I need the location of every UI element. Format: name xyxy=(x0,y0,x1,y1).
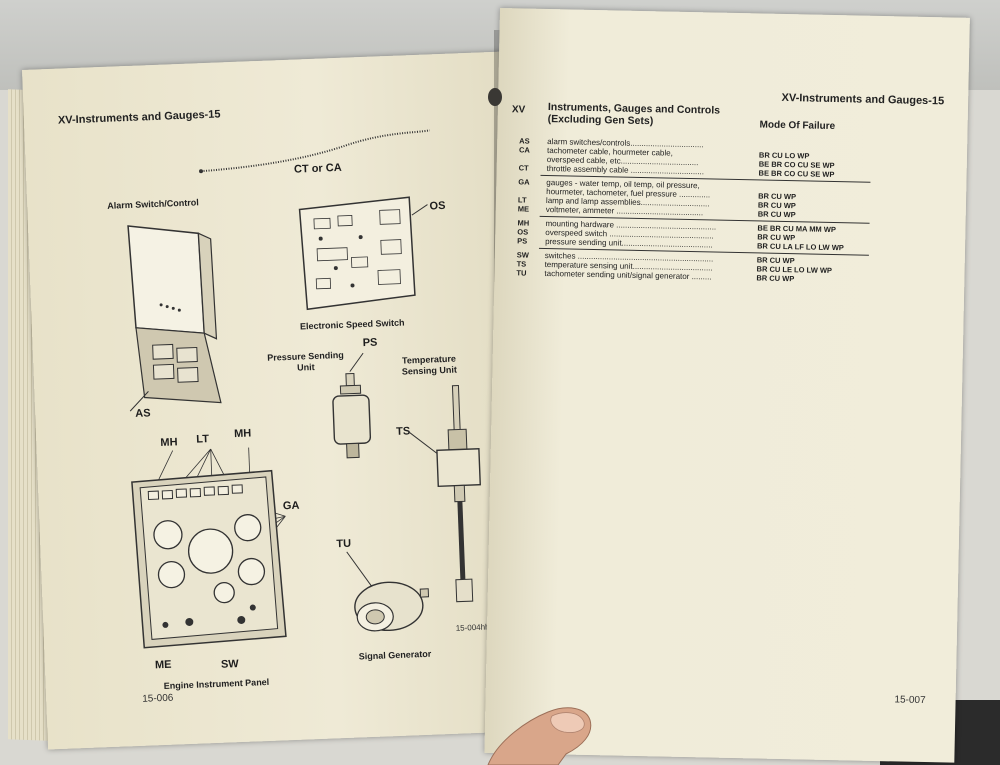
table-cell-code: PS xyxy=(517,236,528,246)
callout-lt: LT xyxy=(196,433,210,446)
table-code-heading: XV xyxy=(511,104,526,116)
left-page-number: 15-006 xyxy=(142,692,174,705)
table-title: Instruments, Gauges and Controls (Exclud… xyxy=(548,101,721,129)
table-cell-code: ME xyxy=(517,204,530,214)
left-page: XV-Instruments and Gauges-15 CT or CA Al… xyxy=(22,51,533,750)
engine-instrument-panel-illustration xyxy=(131,447,287,649)
callout-sw: SW xyxy=(220,658,239,671)
callout-mh-right: MH xyxy=(233,427,252,441)
table-cell-mode: BE BR CO CU SE WP xyxy=(758,168,835,180)
callout-os: OS xyxy=(429,199,446,213)
temperature-sensing-unit-illustration xyxy=(407,384,481,603)
callout-tu: TU xyxy=(336,537,352,551)
callout-as: AS xyxy=(135,407,151,420)
table-cell-mode: BR CU LA LF LO LW WP xyxy=(756,241,844,253)
caption-engine-instrument-panel: Engine Instrument Panel xyxy=(163,676,270,692)
left-page-header: XV-Instruments and Gauges-15 xyxy=(57,108,221,127)
caption-electronic-speed-switch: Electronic Speed Switch xyxy=(299,317,405,332)
throttle-cable-illustration xyxy=(199,129,430,174)
caption-temperature-sensing-unit: Temperature Sensing Unit xyxy=(401,354,457,378)
callout-ct-ca: CT or CA xyxy=(293,161,342,176)
table-mode-heading: Mode Of Failure xyxy=(759,119,836,133)
caption-temperature-sensing-unit-text: Temperature Sensing Unit xyxy=(401,353,458,377)
thumb-image xyxy=(487,707,592,765)
callout-me: ME xyxy=(154,658,172,672)
binder-punch-hole xyxy=(488,88,502,106)
table-cell-code: TU xyxy=(516,268,527,278)
pressure-sending-unit-illustration xyxy=(332,352,372,459)
right-page-header: XV-Instruments and Gauges-15 xyxy=(781,91,945,108)
signal-generator-illustration xyxy=(346,551,430,632)
right-page: XV-Instruments and Gauges-15 XV Instrume… xyxy=(484,8,970,763)
caption-signal-generator: Signal Generator xyxy=(358,648,432,662)
table-cell-mode: BR CU WP xyxy=(757,209,796,220)
table-cell-code: CT xyxy=(518,163,529,173)
electronic-speed-switch-illustration xyxy=(298,196,428,311)
table-cell-mode: BR CU WP xyxy=(756,273,795,284)
caption-alarm-switch: Alarm Switch/Control xyxy=(107,197,199,211)
callout-mh-left: MH xyxy=(160,436,178,449)
alarm-switch-illustration xyxy=(127,225,222,412)
callout-ps: PS xyxy=(362,336,378,350)
right-page-number: 15-007 xyxy=(894,694,926,707)
